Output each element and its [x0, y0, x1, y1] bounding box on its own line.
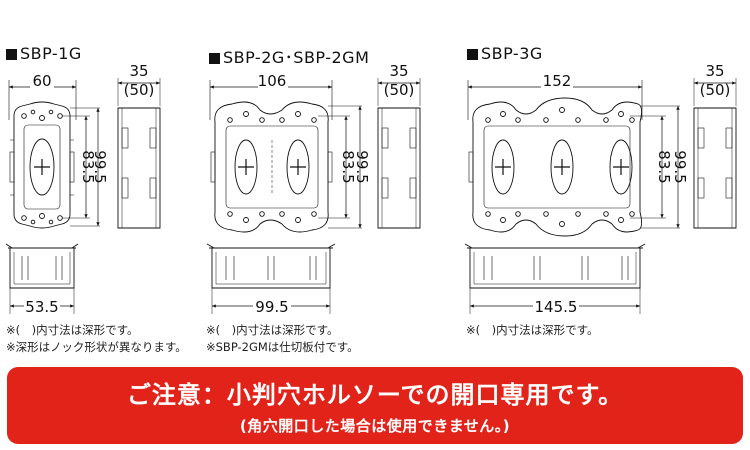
title-text: SBP-3G [481, 44, 543, 63]
sbp-3g-side-view [693, 107, 737, 229]
sbp-3g-drawings [464, 78, 737, 314]
sbp-3g-oval-hole-center [550, 139, 574, 195]
sbp-1g-width-dim: 60 [32, 72, 51, 90]
sbp-3g-depth-dim: 35 [705, 62, 724, 80]
sbp-1g-inner-height-dim: 83.5 [79, 150, 97, 183]
sbp-1g-notes: ※( )内寸法は深形です。 ※深形はノック形状が異なります。 [6, 322, 187, 356]
sbp-2g-drawings [206, 78, 421, 314]
sbp-2g-front-plate [214, 101, 329, 233]
caution-sub-text: (角穴開口した場合は使用できません。) [239, 417, 511, 435]
sbp-3g-outer-height-dim: 99.5 [671, 150, 689, 183]
note-line: ※SBP-2GMは仕切板付です。 [206, 340, 359, 354]
sbp-1g-depth-dim: 35 [129, 62, 148, 80]
sbp-1g-bottom-view [5, 243, 79, 289]
sbp-2g-outer-height-dim: 99.5 [353, 150, 371, 183]
title-text: SBP-1G [20, 44, 82, 63]
sbp-2g-bottom-dim: 99.5 [255, 298, 288, 316]
square-bullet-icon [467, 49, 478, 60]
sbp-3g-oval-hole-left [491, 139, 515, 195]
sbp-2g-depth-deep-dim: (50) [384, 81, 415, 99]
sbp-1g-drawings [5, 78, 161, 314]
sbp-3g-width-dim: 152 [543, 72, 572, 90]
sbp-2g-depth-dim: 35 [389, 62, 408, 80]
note-line: ※深形はノック形状が異なります。 [6, 340, 187, 354]
title-text: SBP-2G･SBP-2GM [223, 48, 370, 67]
sbp-1g-front-plate [13, 101, 71, 229]
sbp-1g-depth-deep-dim: (50) [124, 81, 155, 99]
sbp-2g-oval-hole-right [286, 139, 310, 195]
sbp-1g-bottom-dim: 53.5 [25, 298, 58, 316]
title-sbp-2g: SBP-2G･SBP-2GM [209, 44, 369, 68]
sbp-2g-side-view [377, 107, 421, 229]
sbp-3g-bottom-view [464, 243, 646, 289]
square-bullet-icon [6, 49, 17, 60]
technical-drawing: 60 35 (50) 83.5 99.5 53.5 106 35 (50) 83… [5, 62, 737, 316]
sbp-3g-front-plate [472, 97, 643, 237]
sbp-1g-side-view [117, 107, 161, 229]
title-sbp-1g: SBP-1G [6, 44, 82, 63]
square-bullet-icon [209, 53, 220, 64]
title-sbp-3g: SBP-3G [467, 44, 543, 63]
sbp-2g-inner-height-dim: 83.5 [339, 150, 357, 183]
note-line: ※( )内寸法は深形です。 [6, 323, 139, 337]
sbp-2g-bottom-view [206, 243, 336, 289]
sbp-2g-oval-hole-left [234, 139, 258, 195]
sbp-2g-notes: ※( )内寸法は深形です。 ※SBP-2GMは仕切板付です。 [206, 322, 359, 356]
sbp-1g-oval-hole [29, 138, 55, 196]
sbp-3g-inner-height-dim: 83.5 [655, 150, 673, 183]
caution-banner: ご注意：小判穴ホルソーでの開口専用です。 (角穴開口した場合は使用できません。) [7, 367, 743, 444]
sbp-2g-width-dim: 106 [258, 72, 287, 90]
sbp-3g-bottom-dim: 145.5 [535, 298, 578, 316]
note-line: ※( )内寸法は深形です。 [206, 323, 339, 337]
sbp-1g-outer-height-dim: 99.5 [91, 150, 109, 183]
sbp-3g-notes: ※( )内寸法は深形です。 [466, 322, 598, 339]
sbp-3g-depth-deep-dim: (50) [700, 81, 731, 99]
dimension-labels: 60 35 (50) 83.5 99.5 53.5 106 35 (50) 83… [24, 62, 730, 316]
note-line: ※( )内寸法は深形です。 [466, 323, 599, 337]
caution-main-text: ご注意：小判穴ホルソーでの開口専用です。 [126, 381, 624, 409]
sbp-3g-oval-hole-right [609, 139, 633, 195]
